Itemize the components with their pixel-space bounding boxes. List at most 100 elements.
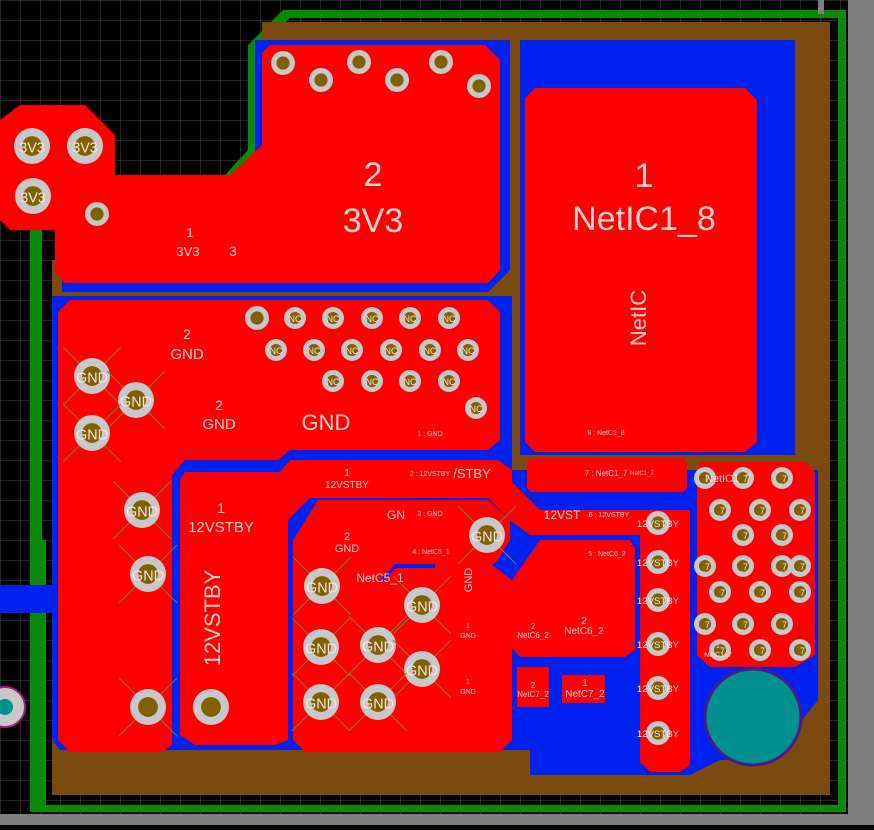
via-gnd[interactable]: GND xyxy=(292,556,352,616)
mount-hole[interactable] xyxy=(703,667,803,767)
via-12vstby[interactable]: 12VSTBY xyxy=(637,721,680,745)
label-gnd-big: GND xyxy=(302,410,351,435)
trace-netc5 xyxy=(377,562,435,583)
via-gnd[interactable]: GND xyxy=(118,544,178,604)
via-netic7[interactable]: _7 xyxy=(709,639,731,661)
via-3v3-top[interactable] xyxy=(271,51,295,75)
via-hole xyxy=(736,528,750,542)
via-netic7[interactable]: _7 xyxy=(694,467,716,489)
via-gnd[interactable]: GND xyxy=(457,505,517,565)
via-3v3-top[interactable] xyxy=(347,50,371,74)
via-gnd-field[interactable]: NC xyxy=(284,307,306,329)
via-gnd-field[interactable]: NC xyxy=(341,339,363,361)
via-netic7[interactable]: _7 xyxy=(694,555,716,577)
via-3v3-top[interactable] xyxy=(467,74,491,98)
via-gnd[interactable]: GND xyxy=(291,617,351,677)
via-netic7[interactable]: _7 xyxy=(732,613,754,635)
via-gnd-field[interactable]: NC xyxy=(361,307,383,329)
copper-12vstby-region[interactable] xyxy=(180,460,690,772)
via-label: _7 xyxy=(737,531,748,541)
via-netic7[interactable]: _7 xyxy=(771,524,793,546)
via-12vstby[interactable]: 12VSTBY xyxy=(637,676,680,700)
via-netic7[interactable]: _7 xyxy=(789,639,811,661)
via-label: _7 xyxy=(714,646,725,656)
via-netic7[interactable]: _7 xyxy=(709,499,731,521)
via-netic7[interactable]: _7 xyxy=(771,467,793,489)
copper-netic7-strip[interactable] xyxy=(527,458,687,492)
copper-netic-region[interactable] xyxy=(525,88,757,452)
via-gnd-field[interactable]: NC xyxy=(303,339,325,361)
via-gnd-field[interactable]: NC xyxy=(265,339,287,361)
via-gnd-field[interactable]: NC xyxy=(399,370,421,392)
via-label: _7 xyxy=(699,620,710,630)
via-netic7[interactable]: _7 xyxy=(789,581,811,603)
via-3v3-top[interactable] xyxy=(429,50,453,74)
via-3v3-top[interactable] xyxy=(309,68,333,92)
via-gnd[interactable]: GND xyxy=(112,480,172,540)
via-12vstby[interactable]: 12VSTBY xyxy=(637,632,680,656)
via-hole xyxy=(775,559,789,573)
copper-netc7-pad-a[interactable] xyxy=(517,667,549,707)
via-3v3-left[interactable] xyxy=(85,202,109,226)
via-12vstby-large[interactable] xyxy=(118,677,178,737)
via-label: GND xyxy=(362,639,394,655)
via-12vstby[interactable]: 12VSTBY xyxy=(637,550,680,574)
via-gnd-field[interactable]: NC xyxy=(465,397,487,419)
via-3v3-left[interactable]: 3V3 xyxy=(67,128,103,164)
via-netic7[interactable]: _7 xyxy=(771,555,793,577)
via-gnd-field[interactable]: NC xyxy=(322,307,344,329)
copper-gnd-inner[interactable] xyxy=(293,500,512,752)
via-3v3-top[interactable] xyxy=(385,68,409,92)
via-gnd-field[interactable]: NC xyxy=(419,339,441,361)
via-12vstby[interactable]: 12VSTBY xyxy=(637,588,680,612)
via-netic7[interactable]: _7 xyxy=(789,555,811,577)
via-gnd-field[interactable]: NC xyxy=(322,370,344,392)
via-netic7[interactable]: _7 xyxy=(749,639,771,661)
label-netic-pad7: 7 : NetC1_7 xyxy=(585,469,628,478)
via-label: NC xyxy=(443,314,456,324)
copper-netc7-pad-b[interactable] xyxy=(562,675,605,703)
via-hole xyxy=(477,525,497,545)
via-12vstby-large[interactable] xyxy=(193,689,229,725)
via-label: _7 xyxy=(714,588,725,598)
label-gnd-pad1c: 1 xyxy=(466,679,470,686)
via-gnd-field[interactable]: NC xyxy=(399,307,421,329)
via-label: _7 xyxy=(794,646,805,656)
label-netc7-net-a: NetC7_2 xyxy=(517,690,549,699)
via-netic7[interactable]: _7 xyxy=(694,613,716,635)
via-gnd[interactable]: GND xyxy=(106,370,166,430)
label-3v3-small-num: 1 xyxy=(186,225,193,240)
via-gnd-field[interactable]: NC xyxy=(457,339,479,361)
via-netic7[interactable]: _7 xyxy=(732,467,754,489)
via-gnd[interactable]: GND xyxy=(348,672,408,732)
via-label: _7 xyxy=(776,474,787,484)
via-3v3-left[interactable]: 3V3 xyxy=(15,178,51,214)
via-gnd-field[interactable]: NC xyxy=(361,370,383,392)
via-gnd-field[interactable]: NC xyxy=(438,307,460,329)
via-gnd-field[interactable]: NC xyxy=(380,339,402,361)
via-gnd[interactable]: GND xyxy=(62,346,122,406)
via-netic7[interactable]: _7 xyxy=(771,613,793,635)
via-netic7[interactable]: _7 xyxy=(732,555,754,577)
copper-gnd-region[interactable] xyxy=(58,300,500,752)
via-netic7[interactable]: _7 xyxy=(749,581,771,603)
via-netic7[interactable]: _7 xyxy=(709,581,731,603)
via-gnd[interactable]: GND xyxy=(392,639,452,699)
label-netic-num: 1 xyxy=(635,157,654,195)
copper-3v3-region[interactable] xyxy=(0,45,500,283)
via-12vstby[interactable]: 12VSTBY xyxy=(637,511,680,535)
via-hole xyxy=(775,528,789,542)
copper-netc6-region[interactable] xyxy=(512,540,635,657)
via-gnd[interactable]: GND xyxy=(291,672,351,732)
via-gnd[interactable]: GND xyxy=(348,615,408,675)
via-netic7[interactable]: _7 xyxy=(749,499,771,521)
via-gnd[interactable]: GND xyxy=(392,575,452,635)
via-netic7[interactable]: _7 xyxy=(732,524,754,546)
via-gnd[interactable]: GND xyxy=(62,403,122,463)
via-gnd-field[interactable]: NC xyxy=(438,370,460,392)
via-netic7[interactable]: _7 xyxy=(789,499,811,521)
via-3v3-left[interactable]: 3V3 xyxy=(14,128,50,164)
via-gnd-field[interactable] xyxy=(245,306,269,330)
